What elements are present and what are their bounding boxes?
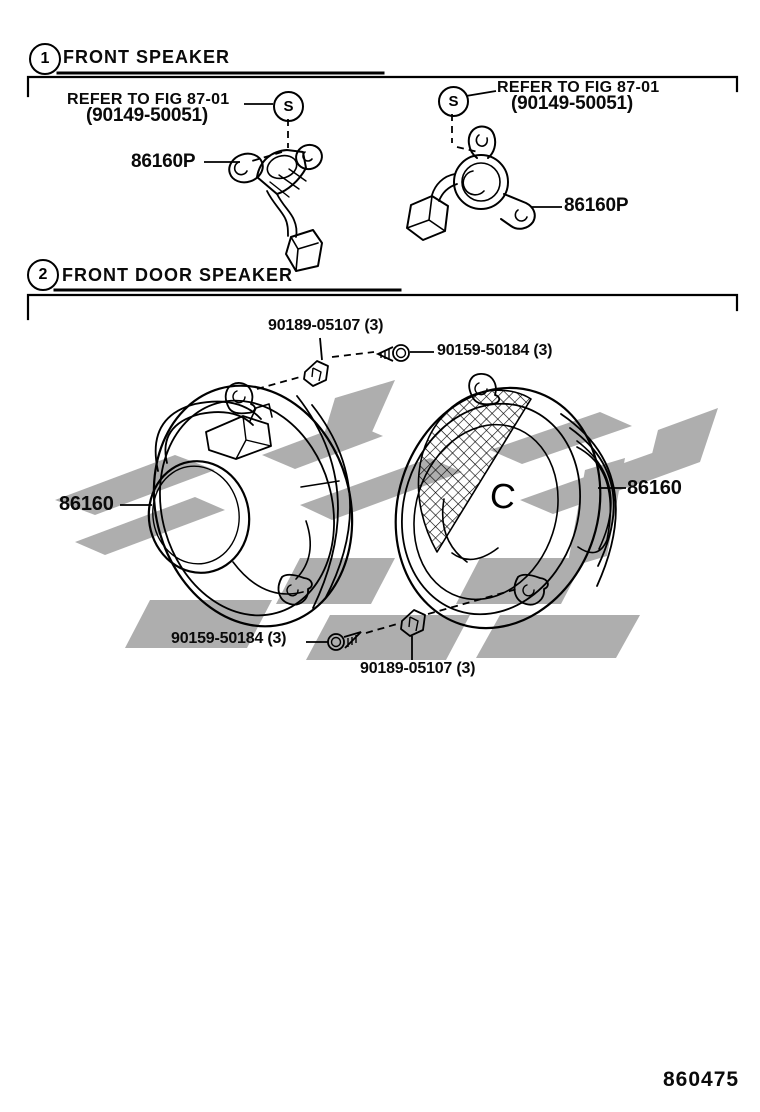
watermark-logo bbox=[55, 380, 718, 660]
part-label-86160-right: 86160 bbox=[627, 477, 682, 499]
part-label-86160p-right: 86160P bbox=[564, 195, 629, 216]
door-speaker-right-drawing bbox=[394, 373, 617, 630]
door-speaker-left-drawing bbox=[147, 382, 354, 628]
speaker-cone-mark: C bbox=[488, 475, 518, 518]
part-label-top-clip: 90189-05107 (3) bbox=[268, 317, 384, 334]
figure-number: 860475 bbox=[663, 1068, 740, 1091]
top-clip-drawing bbox=[303, 360, 329, 387]
section-frames bbox=[26, 71, 739, 321]
section2-title: FRONT DOOR SPEAKER bbox=[62, 265, 294, 285]
refer-note-left-line1: REFER TO FIG 87-01 bbox=[67, 91, 230, 108]
refer-note-left-line2: (90149-50051) bbox=[86, 105, 209, 126]
s-symbol-left: S bbox=[273, 91, 304, 122]
s-symbol-right: S bbox=[438, 86, 469, 117]
refer-note-right-line1: REFER TO FIG 87-01 bbox=[497, 79, 660, 96]
refer-note-right-line2: (90149-50051) bbox=[511, 93, 634, 114]
leader-lines bbox=[120, 90, 626, 660]
section2-number-badge: 2 bbox=[27, 259, 59, 291]
top-screw-drawing bbox=[375, 344, 410, 362]
section1-number-badge: 1 bbox=[29, 43, 61, 75]
part-label-86160-left: 86160 bbox=[59, 493, 114, 515]
part-label-86160p-left: 86160P bbox=[131, 151, 196, 172]
section1-title: FRONT SPEAKER bbox=[63, 47, 231, 67]
part-label-bottom-screw: 90159-50184 (3) bbox=[171, 630, 287, 647]
part-label-top-screw: 90159-50184 (3) bbox=[437, 342, 553, 359]
bottom-clip-drawing bbox=[400, 609, 426, 637]
part-label-bottom-clip: 90189-05107 (3) bbox=[360, 660, 476, 677]
front-speaker-right-drawing bbox=[406, 125, 536, 241]
front-speaker-left-drawing bbox=[228, 143, 323, 272]
bottom-screw-drawing bbox=[327, 631, 362, 651]
